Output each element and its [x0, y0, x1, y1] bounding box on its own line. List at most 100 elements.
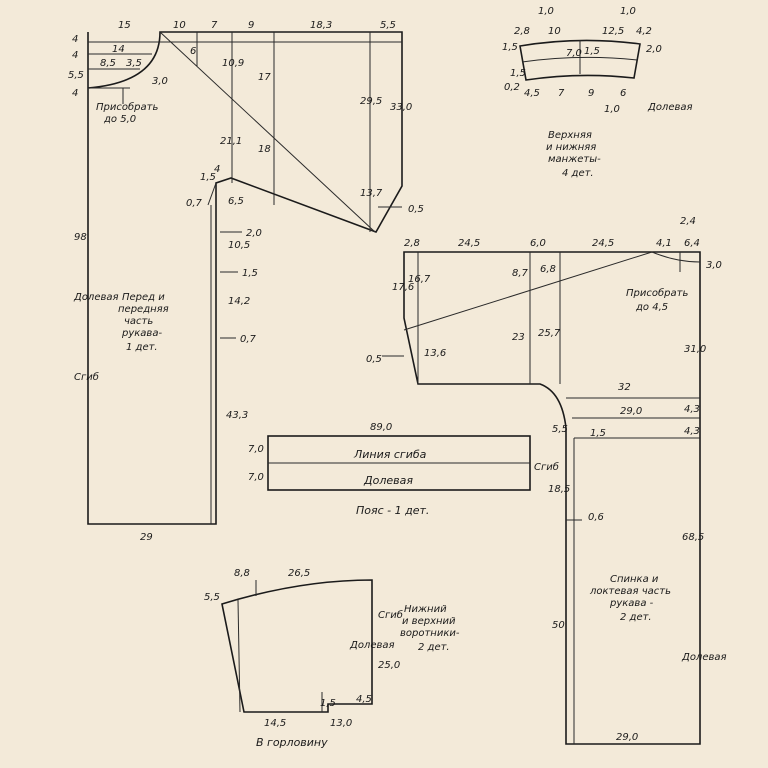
back-shoulder-line: [403, 251, 701, 331]
front-neck-dim-2: 8,5: [100, 58, 116, 69]
back-lower-dim-2: 0,6: [588, 512, 604, 523]
collar-side-dim-4: 1,5: [320, 698, 336, 709]
cuff-bottom-dim-3: 9: [588, 88, 594, 99]
front-mid-dim-4: 33,0: [390, 102, 412, 113]
front-neck-dim-3: 3,5: [126, 58, 142, 69]
back-mid-dim-6: 13,6: [424, 348, 446, 359]
front-armhole-curve: [207, 182, 217, 206]
collar-top-dim-1: 8,8: [234, 568, 250, 579]
back-lower-dim-3: 68,5: [682, 532, 704, 543]
front-side-dim-1: 1,5: [200, 172, 216, 183]
collar-label-2: и верхний: [402, 616, 456, 627]
back-right-dim-2: 3,0: [706, 260, 722, 271]
back-mid-dim-8: 25,7: [538, 328, 561, 339]
front-top-dim-1: 15: [118, 20, 131, 31]
front-grain: Долевая: [73, 292, 119, 303]
belt-label: Пояс - 1 дет.: [356, 504, 429, 517]
cuff-bottom-dim-2: 7: [558, 88, 565, 99]
collar-fold: Сгиб: [378, 609, 403, 621]
back-gather-note-1: Присобрать: [626, 287, 688, 299]
front-left-dim-1: 4: [72, 34, 78, 45]
back-top-dim-4: 24,5: [592, 238, 614, 249]
cuff-piece: 1,0 2,8 10 12,5 4,2 1,0 1,5 2,0 0,2 1,5 …: [502, 6, 693, 179]
front-top-dim-5: 18,3: [310, 20, 332, 31]
back-waist-dim-4: 5,5: [552, 424, 568, 435]
back-lower-dim-1: 18,5: [548, 484, 570, 495]
front-top-dim-4: 9: [248, 20, 254, 31]
front-neckline: [159, 31, 376, 233]
front-mid-dim-6: 0,5: [408, 204, 424, 215]
collar-inner-line: [237, 599, 241, 713]
front-length-dim: 98: [74, 232, 87, 243]
collar-top-dim-2: 26,5: [288, 568, 310, 579]
collar-grain: Долевая: [349, 640, 395, 651]
front-left-dim-2: 4: [72, 50, 78, 61]
cuff-label-4: 4 дет.: [562, 168, 594, 179]
cuff-side-dim-1: 1,5: [502, 42, 518, 53]
collar-bottom-dim-2: 13,0: [330, 718, 352, 729]
cuff-label-2: и нижняя: [546, 142, 596, 153]
cuff-bottom-dim-5: 1,0: [604, 104, 620, 115]
belt-piece: 89,0 7,0 7,0 Линия сгиба Долевая Сгиб По…: [248, 422, 559, 517]
front-neck-dim-6: 10,9: [222, 58, 244, 69]
back-mid-dim-3: 8,7: [512, 268, 529, 279]
belt-side-dim-1: 7,0: [248, 444, 264, 455]
back-top-dim-6: 6,4: [684, 238, 700, 249]
collar-side-dim-3: 4,5: [356, 694, 372, 705]
back-waist-dim-3: 4,3: [684, 404, 700, 415]
back-gather-note-2: до 4,5: [635, 302, 668, 313]
back-waist-dim-1: 32: [618, 382, 631, 393]
front-fold: Сгиб: [74, 371, 99, 383]
cuff-top-dim-2: 2,8: [514, 26, 530, 37]
cuff-bottom-dim-1: 4,5: [524, 88, 540, 99]
cuff-side-dim-4: 1,5: [510, 68, 526, 79]
front-side-dim-4: 6,5: [228, 196, 244, 207]
front-gather-note-2: до 5,0: [103, 114, 136, 125]
back-top-dim-1: 2,8: [404, 238, 420, 249]
front-label-3: часть: [124, 316, 153, 327]
front-bottom-dim: 29: [140, 532, 153, 543]
back-label-2: локтевая часть: [589, 586, 671, 597]
back-mid-dim-2: 16,7: [408, 274, 431, 285]
belt-side-dim-2: 7,0: [248, 472, 264, 483]
collar-outline: [221, 579, 373, 713]
front-neck-dim-7: 17: [258, 72, 271, 83]
collar-label-1: Нижний: [404, 604, 447, 615]
front-top-dim-2: 10: [173, 20, 186, 31]
back-label-4: 2 дет.: [620, 612, 652, 623]
cuff-inner-dim-1: 7,0: [566, 48, 582, 59]
back-bottom-dim: 29,0: [616, 732, 638, 743]
collar-label-4: 2 дет.: [418, 642, 450, 653]
cuff-grain: Долевая: [647, 102, 693, 113]
collar-side-dim-1: 5,5: [204, 592, 220, 603]
front-left-dim-4: 4: [72, 88, 78, 99]
front-side-dim-3: 0,7: [186, 198, 203, 209]
belt-grain: Долевая: [363, 474, 413, 487]
back-top-dim-2: 24,5: [458, 238, 480, 249]
front-top-dim-6: 5,5: [380, 20, 396, 31]
cuff-outline: [519, 39, 641, 81]
collar-neck-note: В горловину: [256, 736, 328, 749]
front-neck-dim-1: 14: [112, 44, 125, 55]
back-mid-dim-4: 6,8: [540, 264, 556, 275]
front-mid-dim-3: 29,5: [360, 96, 382, 107]
cuff-top-dim-6: 1,0: [620, 6, 636, 17]
front-side-dim-6: 10,5: [228, 240, 250, 251]
cuff-inner-dim-2: 1,5: [584, 46, 600, 57]
front-side-dim-7: 1,5: [242, 268, 258, 279]
front-side-dim-9: 0,7: [240, 334, 257, 345]
front-side-dim-8: 14,2: [228, 296, 250, 307]
collar-side-dim-2: 25,0: [378, 660, 400, 671]
cuff-top-dim-1: 1,0: [538, 6, 554, 17]
front-side-dim-5: 2,0: [246, 228, 262, 239]
front-neck-dim-5: 6: [190, 46, 196, 57]
back-waist-dim-5: 1,5: [590, 428, 606, 439]
back-outline: [403, 251, 701, 745]
back-mid-dim-1: 17,6: [392, 282, 414, 293]
front-gather-note-1: Присобрать: [96, 101, 158, 113]
back-right-dim-1: 2,4: [680, 216, 696, 227]
cuff-label-3: манжеты-: [548, 154, 601, 165]
